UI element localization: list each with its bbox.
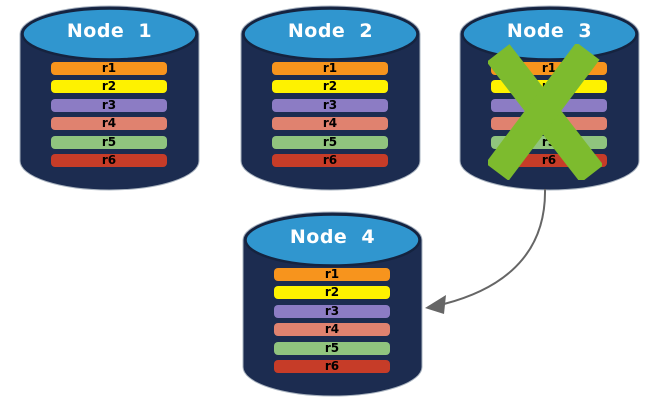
record-bar-r5: r5 [491,135,607,149]
record-bar-r4: r4 [274,323,390,337]
record-bar-r2: r2 [491,80,607,94]
record-bar-r6: r6 [51,153,167,167]
record-bar-r1: r1 [272,62,388,75]
record-bar-r1: r1 [274,268,390,281]
cylinder-top [242,7,419,61]
record-bar-r4: r4 [491,117,607,131]
record-bar-r3: r3 [51,98,167,112]
cylinder-top [21,7,198,61]
transfer-arrow [425,188,547,314]
node-title: Node 4 [289,226,376,248]
record-bar-r3: r3 [491,98,607,112]
record-bar-r4: r4 [51,117,167,131]
node-4: Node 4 r1 r2 r3 r4 r5 r6 [241,210,424,398]
record-bar-r2: r2 [51,80,167,94]
node-3: Node 3 r1 r2 r3 r4 r5 r6 [458,4,641,192]
record-list: r1 r2 r3 r4 r5 r6 [51,62,167,172]
record-bar-r6: r6 [491,153,607,167]
transfer-arrowhead-icon [425,295,446,314]
cylinder-top [244,213,421,267]
node-1: Node 1 r1 r2 r3 r4 r5 r6 [18,4,201,192]
record-bar-r5: r5 [272,135,388,149]
record-list: r1 r2 r3 r4 r5 r6 [274,268,390,378]
record-bar-r1: r1 [491,62,607,75]
record-bar-r1: r1 [51,62,167,75]
record-bar-r4: r4 [272,117,388,131]
record-bar-r6: r6 [274,359,390,373]
record-bar-r3: r3 [274,304,390,318]
transfer-arrow-line [443,188,547,305]
record-list: r1 r2 r3 r4 r5 r6 [272,62,388,172]
node-title: Node 1 [66,20,153,42]
record-list: r1 r2 r3 r4 r5 r6 [491,62,607,172]
record-bar-r3: r3 [272,98,388,112]
record-bar-r2: r2 [274,286,390,300]
record-bar-r6: r6 [272,153,388,167]
record-bar-r2: r2 [272,80,388,94]
node-2: Node 2 r1 r2 r3 r4 r5 r6 [239,4,422,192]
node-title: Node 2 [287,20,374,42]
record-bar-r5: r5 [51,135,167,149]
node-title: Node 3 [506,20,593,42]
record-bar-r5: r5 [274,341,390,355]
